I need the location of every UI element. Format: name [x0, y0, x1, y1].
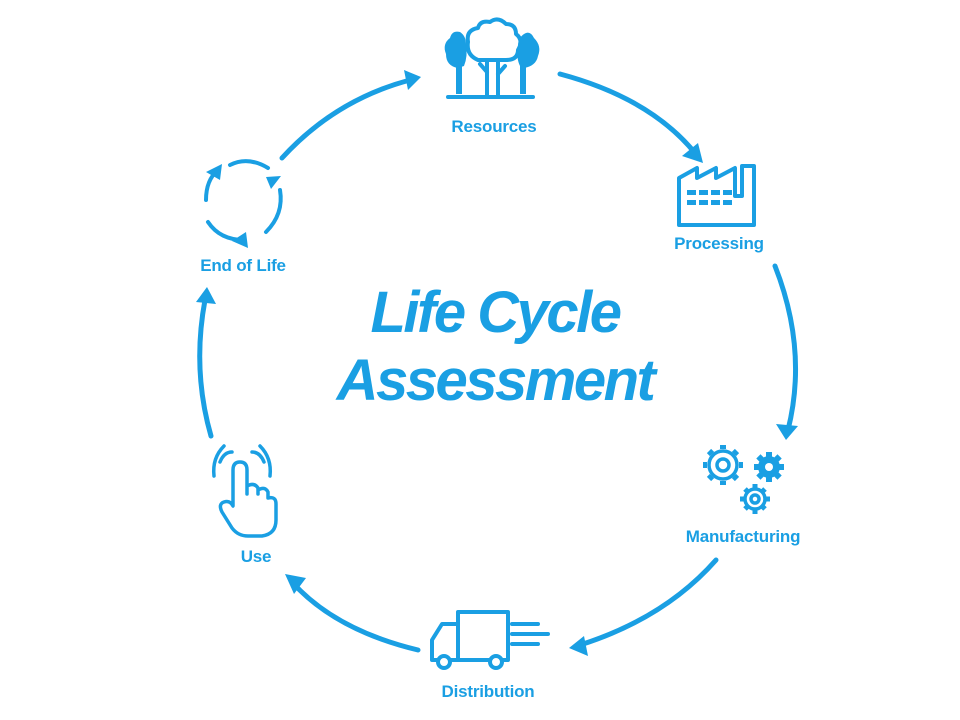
- arrowhead-use: [285, 574, 306, 594]
- arrowhead-distribution: [569, 636, 588, 656]
- stage-label-manufacturing: Manufacturing: [685, 527, 801, 546]
- diagram-title-line-2: Assessment: [336, 348, 656, 413]
- arrowhead-manufacturing: [776, 424, 798, 440]
- arrow-end-of-life-to-resources: [279, 77, 413, 161]
- diagram-title-line-1: Life Cycle: [370, 280, 623, 345]
- arrow-processing-to-manufacturing: [772, 263, 799, 433]
- arrowhead-resources: [404, 70, 421, 90]
- stage-label-use: Use: [240, 547, 272, 566]
- stage-label-resources: Resources: [451, 117, 537, 136]
- gears-icon: [703, 445, 770, 514]
- arrow-use-to-end-of-life: [197, 297, 214, 439]
- stage-label-processing: Processing: [674, 234, 764, 253]
- arrow-distribution-to-use: [289, 579, 421, 653]
- arrowhead-processing: [682, 143, 703, 163]
- arrow-manufacturing-to-distribution: [577, 557, 719, 648]
- stage-label-end-of-life: End of Life: [200, 256, 286, 275]
- arrowhead-end-of-life: [196, 287, 216, 304]
- factory-icon: [677, 164, 756, 227]
- stage-label-distribution: Distribution: [441, 682, 535, 701]
- touch-hand-icon: [211, 444, 278, 538]
- delivery-truck-icon: [430, 610, 550, 670]
- arrow-resources-to-processing: [557, 71, 698, 156]
